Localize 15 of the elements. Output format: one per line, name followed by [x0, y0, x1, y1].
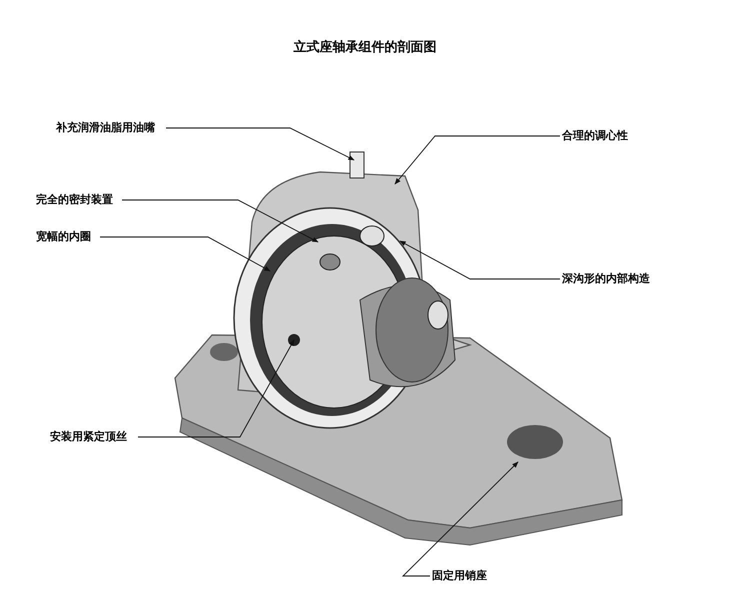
callout-label: 安装用紧定顶丝	[50, 429, 136, 445]
diagram-title: 立式座轴承组件的剖面图	[292, 38, 438, 57]
leader-line	[122, 200, 319, 242]
callout-label: 补充润滑油脂用油嘴	[56, 120, 164, 136]
callout-label: 宽幅的内圈	[36, 229, 98, 245]
leader-line	[394, 136, 560, 184]
callout-label: 合理的调心性	[562, 128, 638, 144]
callout-label: 完全的密封装置	[36, 192, 120, 208]
leader-line	[166, 128, 355, 160]
callout-label: 深沟形的内部构造	[562, 271, 662, 287]
leader-line	[402, 462, 518, 576]
leader-line	[138, 339, 294, 438]
leader-line	[399, 240, 560, 280]
leader-line	[100, 236, 271, 272]
callout-label: 固定用销座	[432, 568, 496, 584]
